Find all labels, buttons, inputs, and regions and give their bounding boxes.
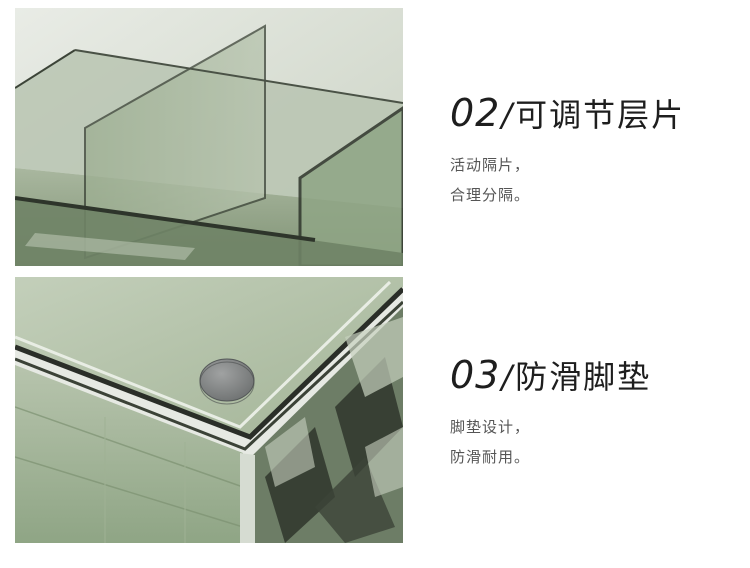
description-line: 合理分隔。 bbox=[450, 186, 531, 204]
feature-slash: / bbox=[501, 96, 513, 134]
foot-pad-illustration bbox=[15, 277, 403, 543]
description-line: 脚垫设计， bbox=[450, 418, 531, 436]
feature-description: 脚垫设计， 防滑耐用。 bbox=[450, 412, 740, 472]
feature-heading: 02 / 可调节层片 bbox=[450, 94, 740, 132]
feature-number: 03 bbox=[450, 353, 501, 397]
anti-slip-pad-photo bbox=[15, 277, 403, 543]
feature-slash: / bbox=[501, 358, 513, 396]
description-line: 活动隔片， bbox=[450, 156, 531, 174]
description-line: 防滑耐用。 bbox=[450, 448, 531, 466]
divider-illustration bbox=[15, 8, 403, 266]
feature-number: 02 bbox=[450, 91, 501, 135]
feature-title: 可调节层片 bbox=[515, 96, 686, 134]
adjustable-divider-photo bbox=[15, 8, 403, 266]
feature-heading: 03 / 防滑脚垫 bbox=[450, 356, 740, 394]
feature-adjustable-divider: 02 / 可调节层片 活动隔片， 合理分隔。 bbox=[450, 94, 740, 210]
feature-description: 活动隔片， 合理分隔。 bbox=[450, 150, 740, 210]
feature-anti-slip-pad: 03 / 防滑脚垫 脚垫设计， 防滑耐用。 bbox=[450, 356, 740, 472]
feature-title: 防滑脚垫 bbox=[515, 358, 652, 396]
